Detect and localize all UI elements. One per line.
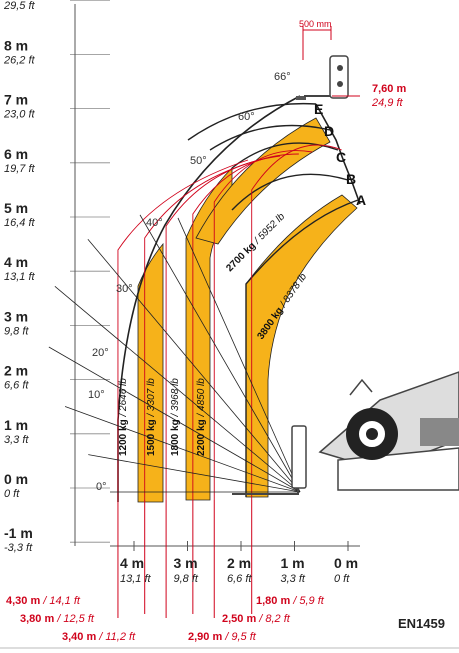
ground-fork-icon [232,425,307,495]
reach-mark-label: 4,30 m/ 14,1 ft [6,595,81,607]
angle-ray [64,406,301,493]
y-tick-ft: 13,1 ft [4,271,36,283]
angle-labels: 0° 10° 20° 30° 40° 50° 60° 66° [88,71,291,493]
zone-edge-4 [187,102,317,141]
angle-label: 60° [238,111,255,123]
reach-curve [251,144,342,500]
angle-label: 66° [274,71,291,83]
angle-ray [87,238,301,493]
reach-mark-label: 3,80 m/ 12,5 ft [20,613,95,625]
y-tick-ft: 6,6 ft [4,380,29,392]
x-tick-m: 2 m [227,555,251,571]
x-tick-ft: 6,6 ft [227,573,252,585]
zone-edge-2 [231,142,339,169]
envelope-outer [117,95,301,502]
reach-curve [213,150,313,500]
angle-ray [48,346,301,493]
angle-label: 0° [96,481,107,493]
y-tick-ft: 29,5 ft [3,0,36,12]
reach-mark-label: 2,90 m/ 9,5 ft [188,631,257,643]
x-tick-ft: 3,3 ft [281,573,306,585]
reach-mark-label: 1,80 m/ 5,9 ft [256,595,325,607]
y-tick-m: 6 m [4,146,28,162]
x-tick-ft: 9,8 ft [174,573,199,585]
fork-offset-marker: 500 mm [299,19,332,60]
y-tick-ft: 16,4 ft [4,217,36,229]
y-tick-m: 3 m [4,308,28,324]
reach-mark-label: 3,40 m/ 11,2 ft [62,631,136,643]
y-tick-m: 7 m [4,92,28,108]
reach-envelope [117,95,361,502]
x-tick-ft: 0 ft [334,573,350,585]
angle-label: 50° [190,155,207,167]
y-tick-m: 0 m [4,471,28,487]
zone-edge-1 [231,173,349,211]
zone-label-C: C [336,149,346,165]
telehandler-icon [318,371,459,491]
max-height-ft: 24,9 ft [371,97,404,109]
grid-lines [70,0,360,551]
zone-edge-3 [209,124,331,151]
y-tick-ft: 9,8 ft [4,325,29,337]
x-tick-ft: 13,1 ft [120,573,152,585]
angle-label: 20° [92,347,109,359]
reach-curve [192,153,299,500]
y-tick-m: 8 m [4,37,28,53]
zone-label-B: B [346,171,356,187]
angle-ray [139,214,301,493]
x-tick-m: 4 m [120,555,144,571]
reach-curves [117,144,342,618]
angle-label: 30° [116,283,133,295]
x-tick-m: 1 m [281,555,305,571]
reach-mark-label: 2,50 m/ 8,2 ft [222,613,291,625]
zone-label-D: D [324,123,334,139]
load-band-3 [245,194,358,498]
load-label: 1800 kg / 3968 lb [170,378,181,456]
zone-edge-0 [245,199,359,497]
fork-offset-label: 500 mm [299,19,332,29]
load-label: 1200 kg / 2646 lb [118,378,129,456]
angle-label: 10° [88,389,105,401]
load-label: 1500 kg / 3307 lb [146,378,157,456]
y-tick-m: 2 m [4,363,28,379]
y-tick-m: 4 m [4,254,28,270]
load-label: 2200 kg / 4850 lb [196,378,207,456]
max-height-marker: 7,60 m 24,9 ft [332,83,406,109]
angle-ray [88,454,301,493]
angle-ray [54,286,301,493]
max-height-m: 7,60 m [372,83,406,95]
y-axis-labels: 9 m29,5 ft8 m26,2 ft7 m23,0 ft6 m19,7 ft… [3,0,36,554]
reach-curve [117,159,249,500]
fork-carriage-icon [296,55,349,100]
zone-label-E: E [314,101,323,117]
y-tick-m: 5 m [4,200,28,216]
y-tick-ft: 19,7 ft [4,163,36,175]
x-tick-m: 0 m [334,555,358,571]
standard-label: EN1459 [398,616,445,631]
zone-label-A: A [356,192,366,208]
y-tick-ft: 0 ft [4,488,20,500]
reach-mark-labels: 4,30 m/ 14,1 ft 3,80 m/ 12,5 ft 3,40 m/ 11… [6,595,325,643]
y-tick-ft: 26,2 ft [3,54,36,66]
angle-label: 40° [146,217,163,229]
zone-edges-right [315,103,361,205]
y-tick-m: -1 m [4,525,33,541]
x-tick-m: 3 m [174,555,198,571]
y-tick-ft: 3,3 ft [4,434,29,446]
y-tick-m: 1 m [4,417,28,433]
angle-ray [177,217,301,493]
x-axis-labels: 4 m 13,1 ft 3 m 9,8 ft 2 m 6,6 ft 1 m 3,3 ft 0 m… [120,555,358,585]
y-tick-ft: 23,0 ft [3,109,36,121]
boom-angle-rays [48,214,301,493]
y-tick-ft: -3,3 ft [4,542,33,554]
